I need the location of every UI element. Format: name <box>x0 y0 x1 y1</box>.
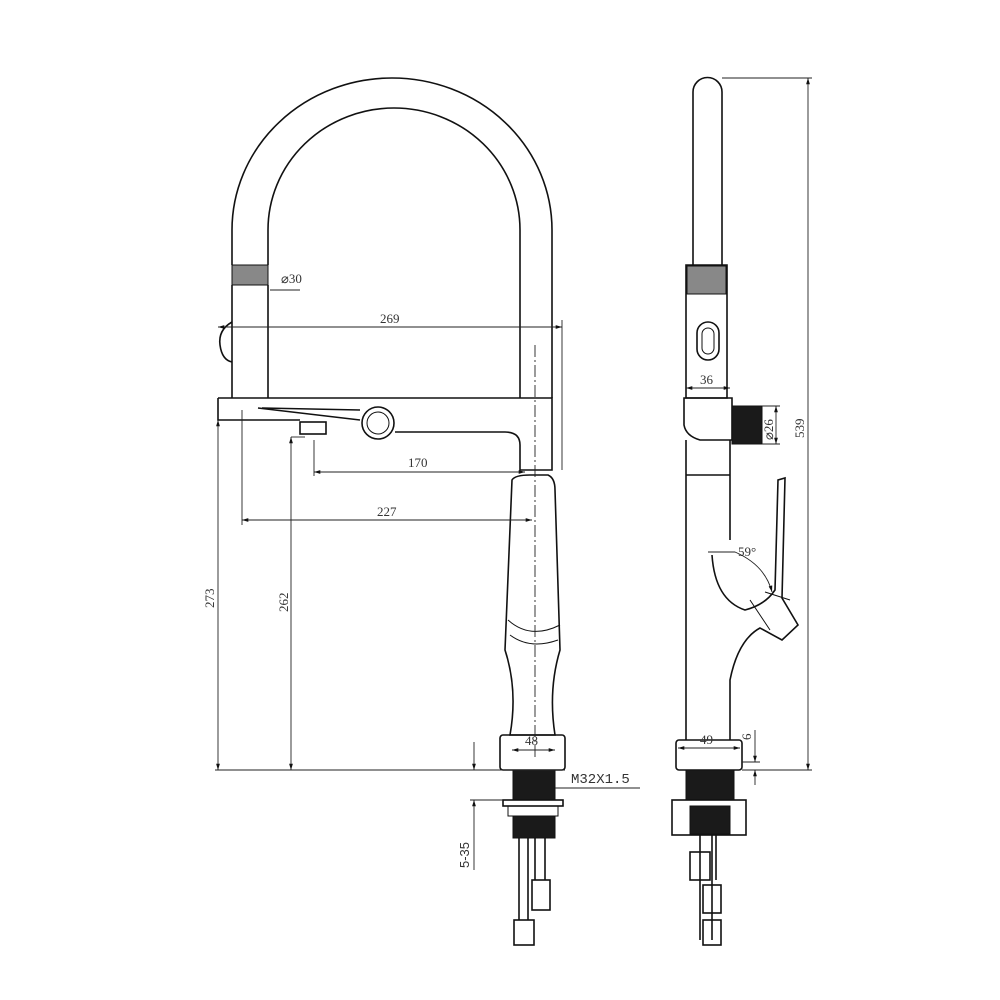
spray-head-band <box>231 264 269 286</box>
dim-base-width: 48 <box>525 733 538 748</box>
aerator <box>299 421 327 435</box>
body <box>504 474 561 736</box>
spray-head-band <box>686 265 727 295</box>
dim-spout-height: 273 <box>202 589 217 609</box>
spray-button-inner <box>701 327 715 355</box>
dim-spout-to-body: 227 <box>377 504 397 519</box>
body-contour <box>507 619 561 645</box>
dim-spray-diameter: ⌀30 <box>281 271 302 286</box>
dim-side-base-height: 6 <box>739 733 754 740</box>
diverter-knob-inner <box>366 411 390 435</box>
spray-button <box>696 321 720 361</box>
front-view: ⌀30 269 170 227 273 262 48 M32X1.5 5-35 <box>202 77 640 946</box>
deck-washer <box>507 805 559 817</box>
dim-total-height: 539 <box>792 419 807 439</box>
dim-outlet-height: 262 <box>276 593 291 613</box>
side-body <box>685 440 731 740</box>
diverter-knob <box>361 406 395 440</box>
dim-deck-thickness: 5-35 <box>457 842 472 868</box>
side-view: 539 36 ⌀26 59° 49 6 <box>671 76 812 946</box>
deck-flange <box>502 799 564 807</box>
thread-upper <box>512 769 556 801</box>
dim-head-width: 36 <box>700 372 714 387</box>
dim-reach: 269 <box>380 311 400 326</box>
side-thread <box>685 769 735 801</box>
hose-fitting <box>702 884 722 914</box>
dim-thread: M32X1.5 <box>571 772 630 788</box>
collar <box>683 397 733 441</box>
side-thread-lower <box>689 805 731 835</box>
angle-arc <box>708 551 773 593</box>
supply-hoses <box>518 838 546 920</box>
spray-button <box>218 321 233 363</box>
hose-fitting <box>513 919 535 946</box>
hose-fitting <box>531 879 551 911</box>
hose-fitting <box>702 919 722 946</box>
side-flange <box>671 799 747 836</box>
knurled-knob <box>731 405 763 445</box>
dim-handle-angle: 59° <box>738 544 756 559</box>
gooseneck-inner <box>267 107 521 398</box>
hose-fitting <box>689 851 711 881</box>
thread-lower <box>512 815 556 839</box>
spray-head <box>231 285 269 398</box>
dim-knob-diameter: ⌀26 <box>761 419 776 440</box>
handle-lever <box>711 476 800 740</box>
gooseneck-outer <box>231 77 553 398</box>
spout-column <box>692 76 723 265</box>
dim-aerator-to-body: 170 <box>408 455 428 470</box>
handle-contour <box>749 591 791 631</box>
dim-side-base-width: 49 <box>700 732 713 747</box>
